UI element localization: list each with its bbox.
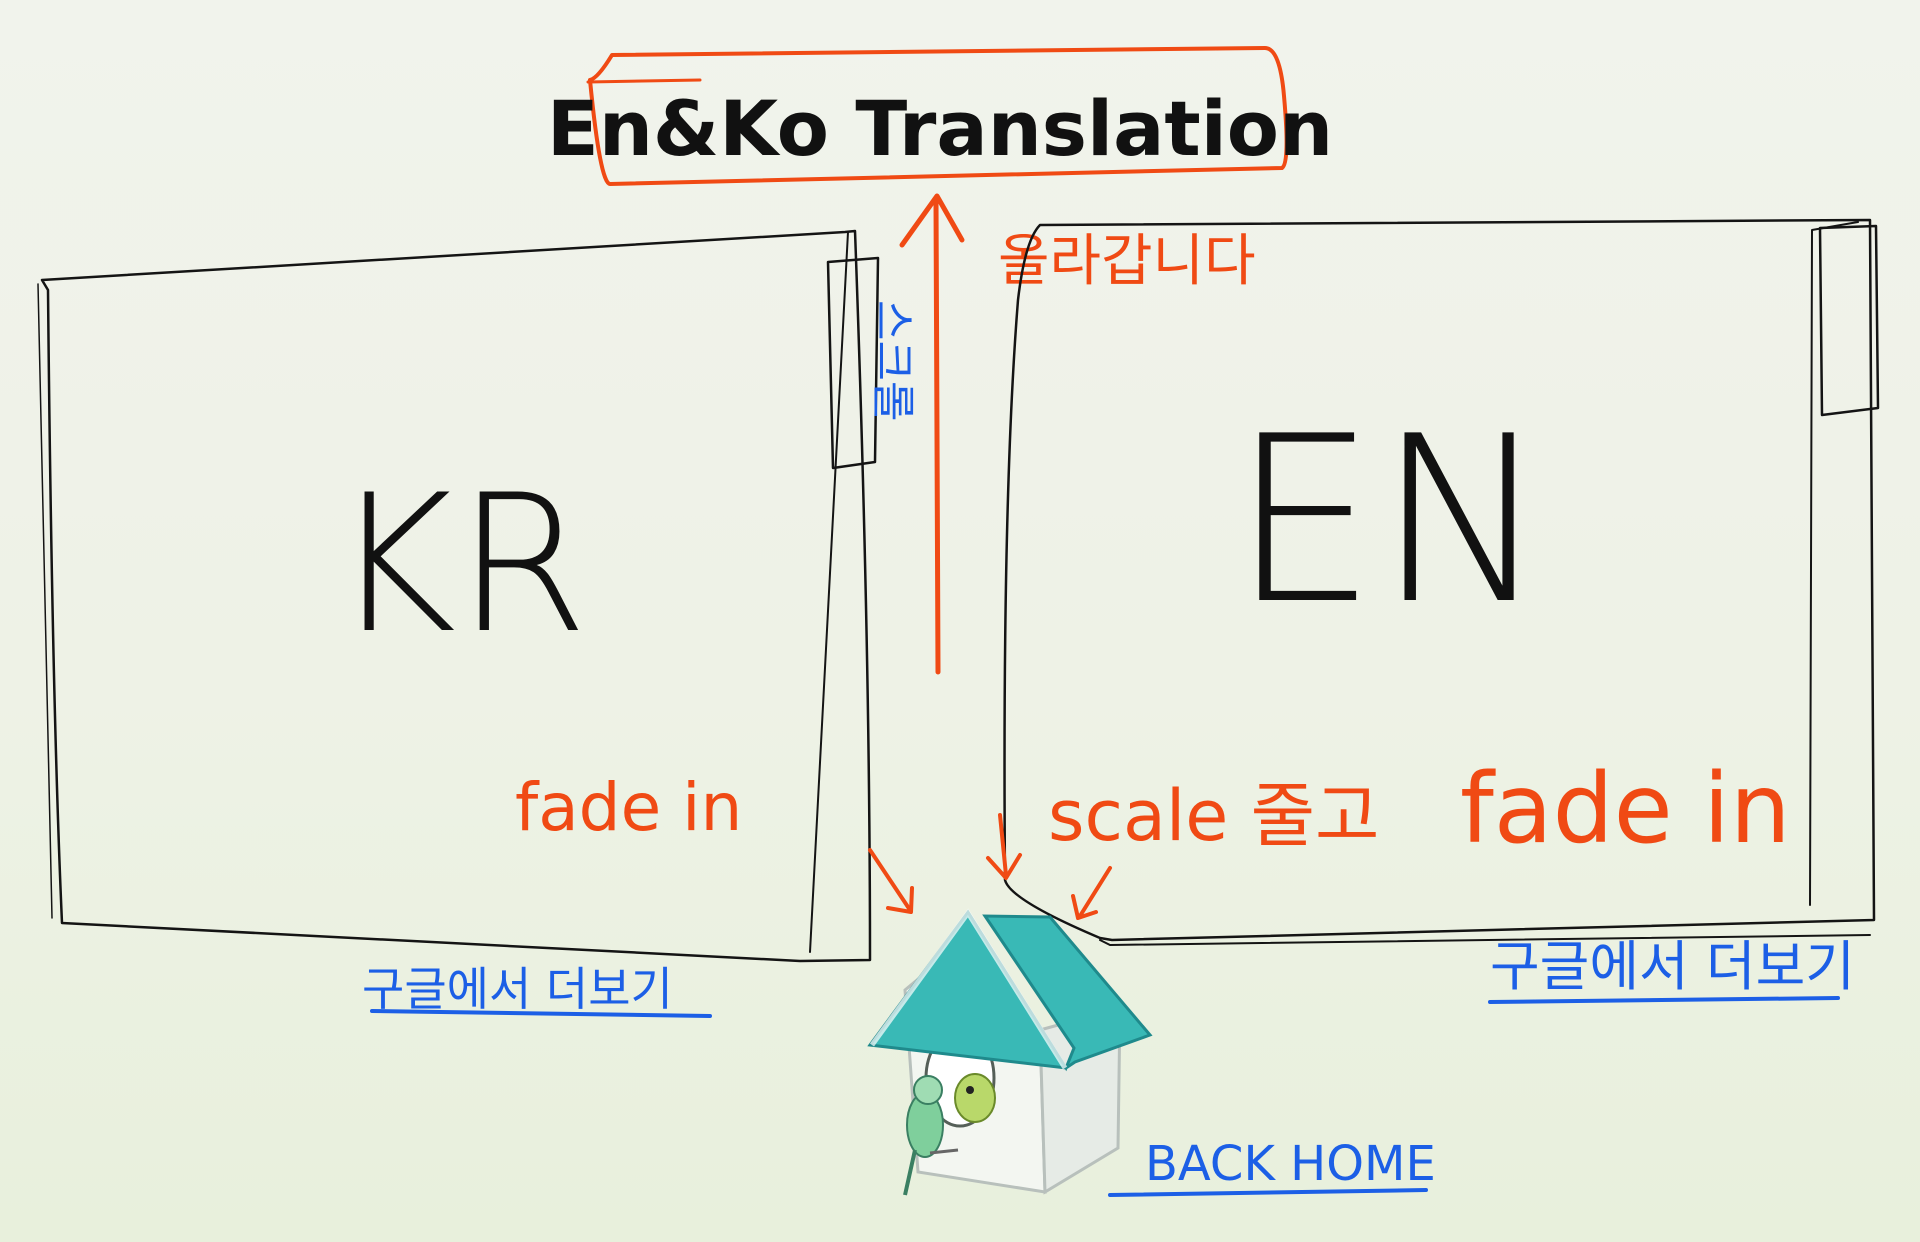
en-google-more-link[interactable]: 구글에서 더보기 — [1488, 935, 1855, 1004]
kr-fade-in-note: fade in — [515, 769, 742, 846]
back-home-text[interactable]: BACK HOME — [1145, 1136, 1436, 1192]
scale-arrow-middle — [986, 813, 1022, 880]
parakeet-icon — [903, 1075, 944, 1196]
up-arrow — [899, 193, 965, 675]
kr-scrollbar[interactable] — [826, 256, 880, 470]
kr-scroll-note: 스크롤 — [867, 300, 918, 421]
en-scrollbar[interactable] — [1818, 224, 1880, 417]
scale-arrow-left — [868, 848, 914, 914]
kr-google-more-link[interactable]: 구글에서 더보기 — [362, 962, 712, 1018]
en-panel: EN fade in — [1003, 218, 1880, 946]
title-text: En&Ko Translation — [547, 84, 1333, 173]
lovebird-icon — [954, 1073, 996, 1123]
kr-panel: KR fade in — [37, 229, 880, 963]
house-scale-note: scale 줄고 — [1048, 775, 1379, 857]
en-google-more-text[interactable]: 구글에서 더보기 — [1490, 935, 1855, 998]
kr-google-more-text[interactable]: 구글에서 더보기 — [362, 962, 673, 1016]
kr-google-more-underline — [370, 1009, 712, 1018]
back-home-link[interactable]: BACK HOME — [1108, 1136, 1436, 1197]
title-box: En&Ko Translation — [547, 46, 1333, 186]
en-panel-label: EN — [1231, 388, 1548, 655]
arrow-note: 올라갑니다 — [998, 229, 1256, 294]
birdhouse-home-icon[interactable] — [867, 908, 1153, 1196]
kr-panel-label: KR — [332, 454, 589, 675]
back-home-underline — [1108, 1188, 1428, 1197]
en-fade-in-note: fade in — [1460, 753, 1791, 865]
scale-arrow-right — [1071, 866, 1112, 920]
en-google-more-underline — [1488, 996, 1840, 1004]
